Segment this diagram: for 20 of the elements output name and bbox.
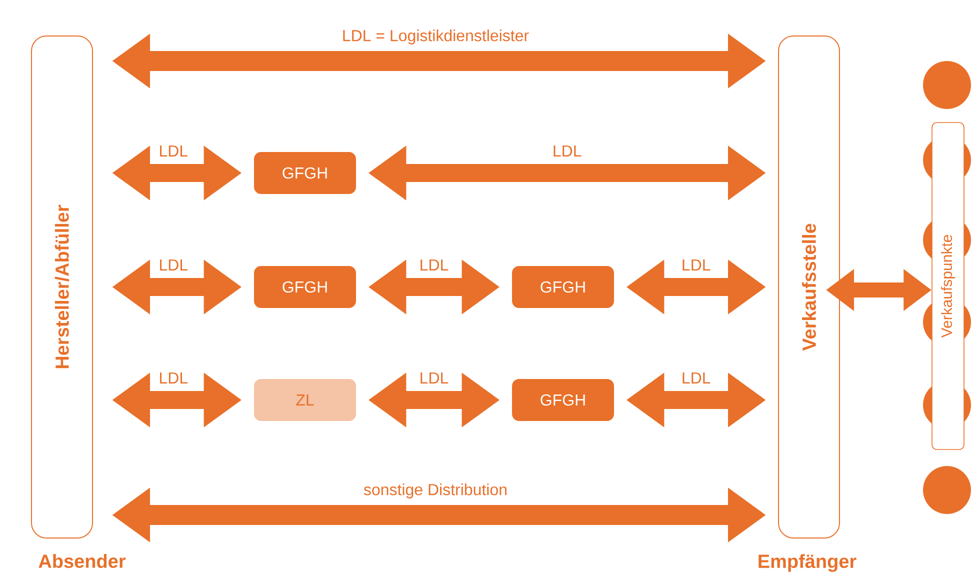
edge-label: LDL <box>554 146 582 156</box>
edge-label: LDL <box>420 372 448 384</box>
process-box: GFGH <box>512 266 614 308</box>
edge-label: LDL <box>160 372 188 384</box>
edge-label: LDL <box>682 260 710 270</box>
edge-label: LDL <box>160 260 188 270</box>
node-caption: Empfänger <box>758 554 856 572</box>
process-box: GFGH <box>254 152 356 194</box>
edge-label: LDL = Logistikdienstleister <box>343 30 529 44</box>
node-caption: Absender <box>38 554 126 568</box>
edge-label: LDL <box>420 260 448 270</box>
edge-label: sonstige Distribution <box>364 484 506 498</box>
actor-box: Verkaufsstelle <box>778 36 840 538</box>
process-box: GFGH <box>254 266 356 308</box>
edge-label: LDL <box>160 146 188 156</box>
actor-box: Hersteller/Abfüller <box>31 36 93 538</box>
edge-label: LDL <box>682 372 710 384</box>
process-box: ZL <box>254 379 356 421</box>
outlet-box: Verkaufspunkte <box>932 122 964 450</box>
process-box: GFGH <box>512 379 614 421</box>
